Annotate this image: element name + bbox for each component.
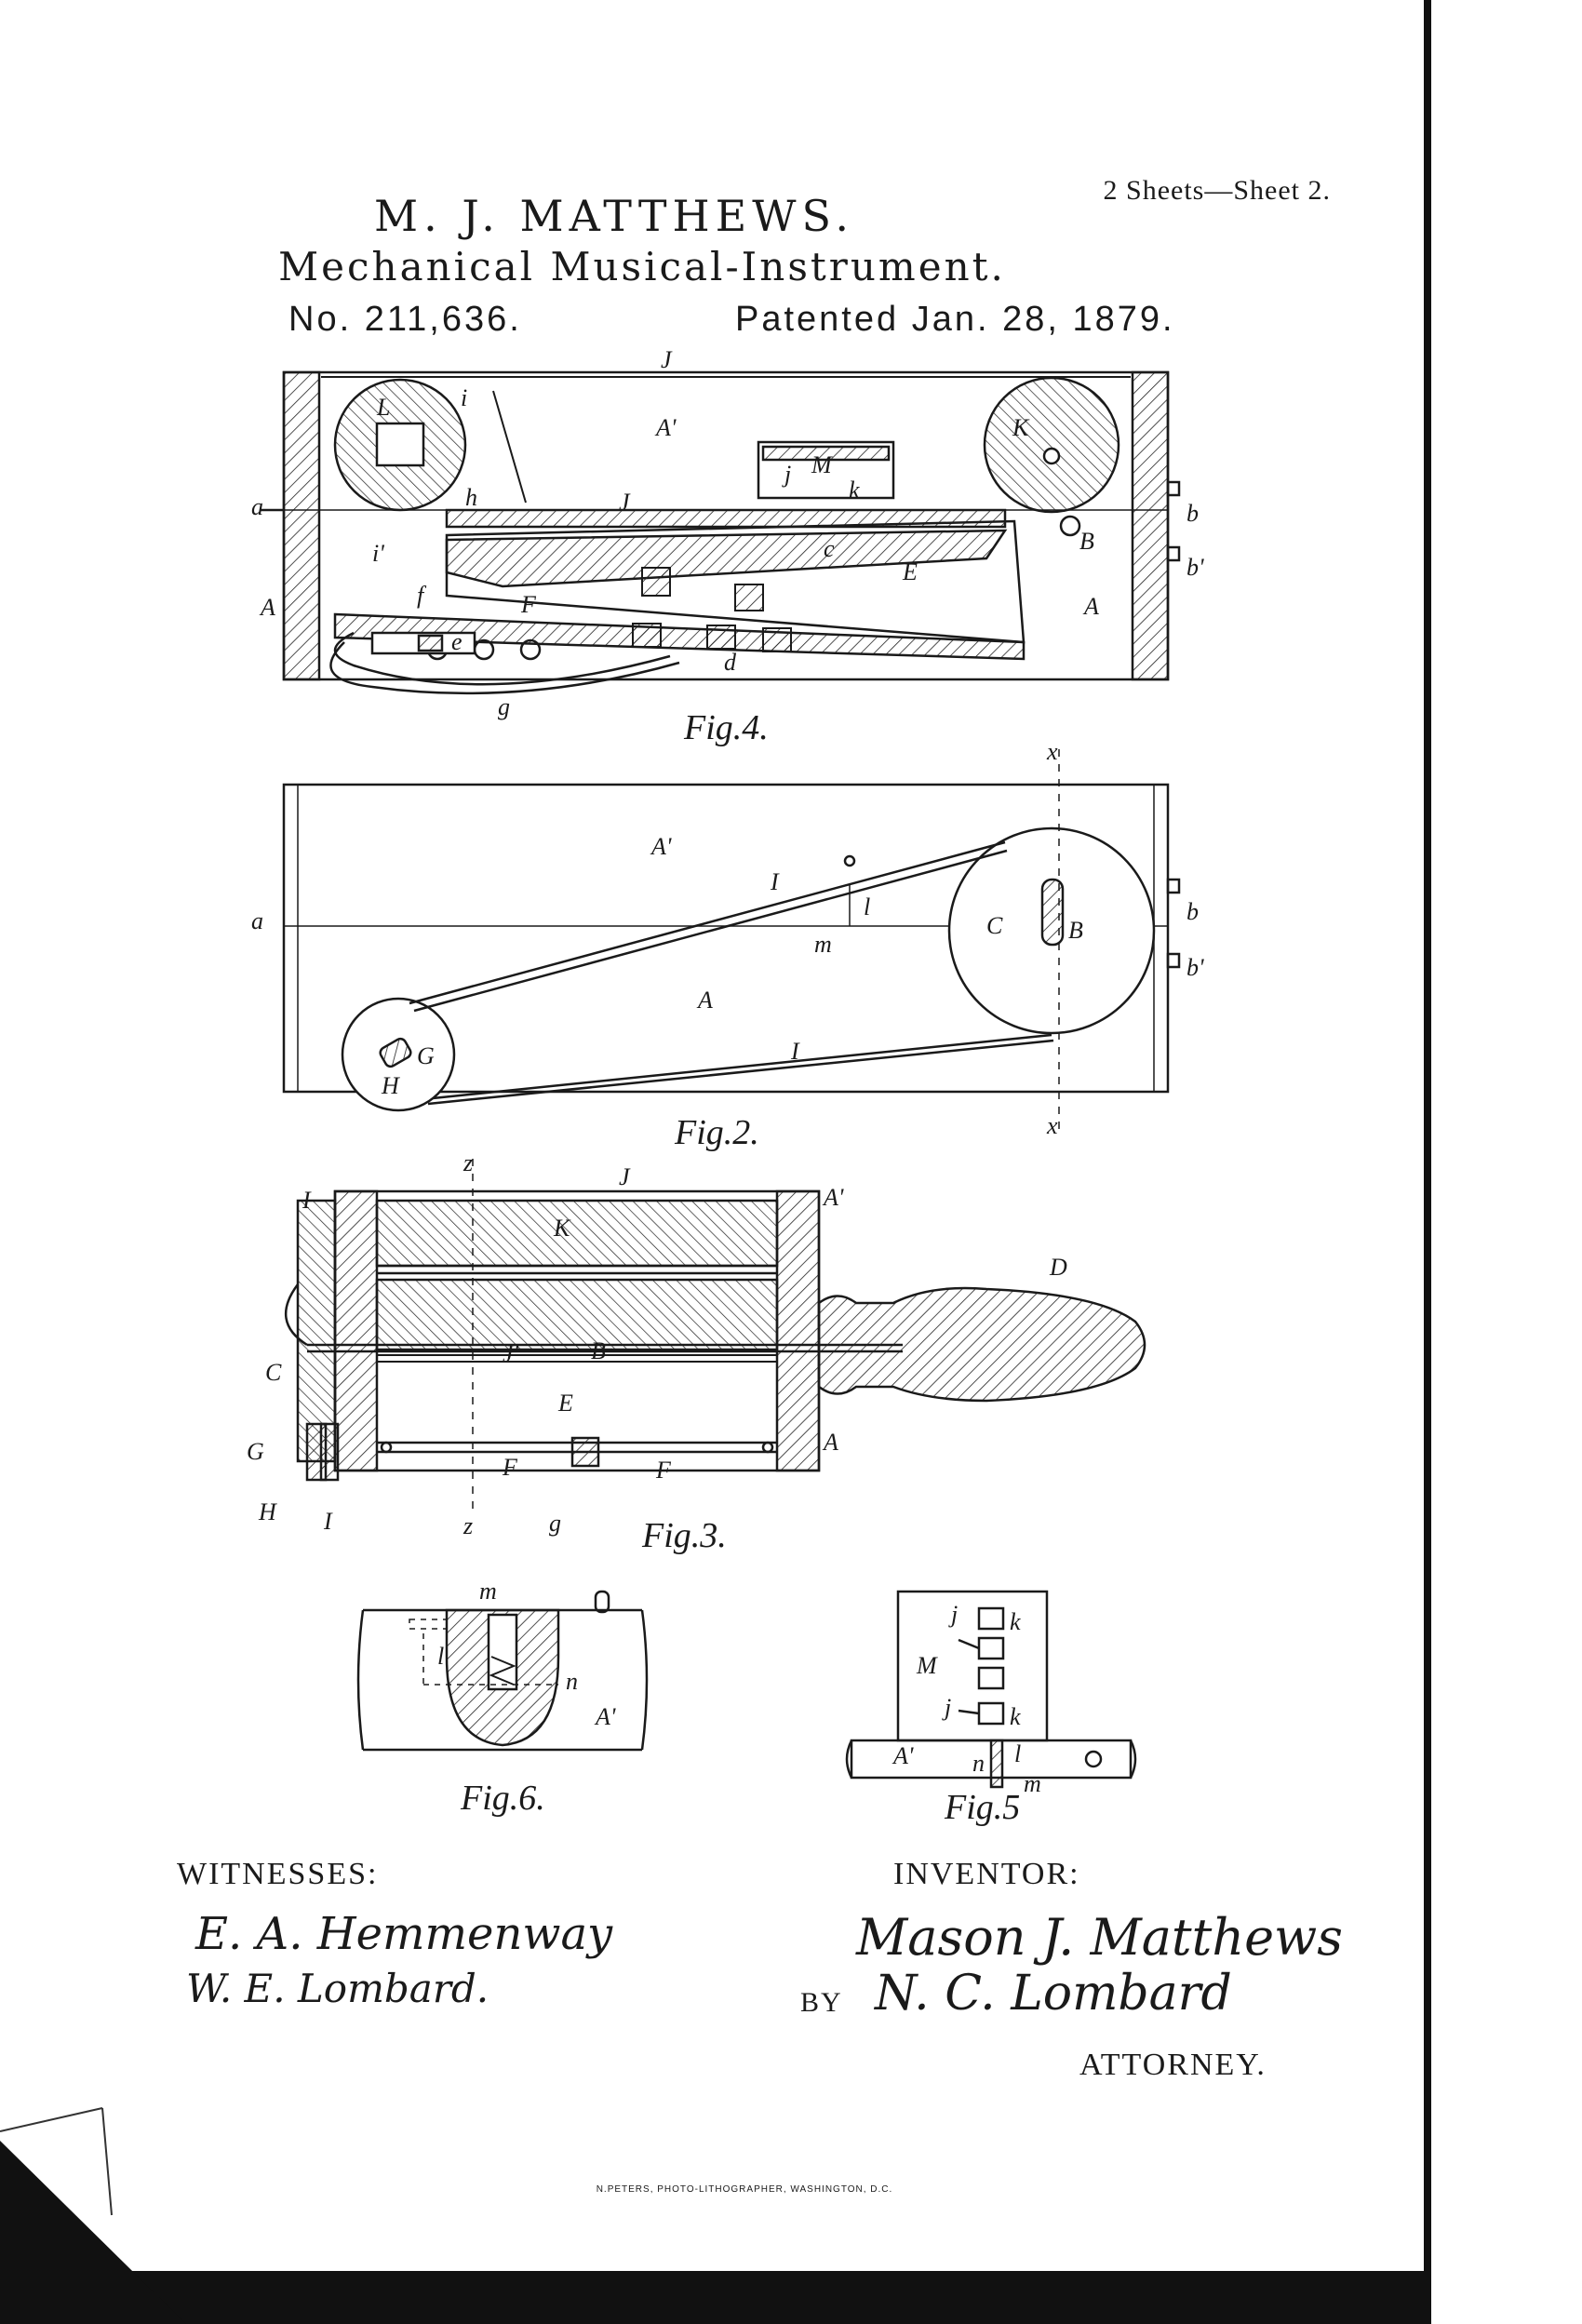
witnesses-label: WITNESSES: <box>177 1857 379 1891</box>
fig2-drawing <box>282 749 1181 1131</box>
patent-title: Mechanical Musical-Instrument. <box>278 244 1006 289</box>
fig3-label: A <box>824 1429 838 1456</box>
fig5-label: m <box>1024 1770 1041 1797</box>
scan-edge-right <box>1424 0 1431 2324</box>
fig2-label: C <box>986 912 1003 939</box>
fig4-label: b <box>1186 500 1199 527</box>
fig4-label: A <box>1084 593 1099 620</box>
fig3-label: g <box>549 1510 561 1537</box>
fig3-label: A' <box>824 1184 844 1211</box>
fig4-label: k <box>849 477 860 504</box>
fig4-label: M <box>811 451 832 478</box>
fig5-label: M <box>917 1652 937 1679</box>
fig4-drawing <box>261 370 1181 695</box>
fig4-label: E <box>903 558 918 585</box>
fig3-label: z <box>463 1149 474 1176</box>
fig4-label: i <box>461 384 468 411</box>
scan-edge-bottom <box>0 2271 1431 2324</box>
fig6-label: A' <box>596 1703 616 1730</box>
fig2-label: x <box>1047 738 1058 765</box>
fig2-label: B <box>1068 917 1083 944</box>
fig4-label: h <box>465 484 477 511</box>
fig3-caption: Fig.3. <box>642 1516 727 1555</box>
fig3-label: z <box>463 1512 474 1539</box>
attorney-signature: N. C. Lombard <box>875 1966 1232 2022</box>
fig2-label: b <box>1186 898 1199 925</box>
fig2-label: I <box>771 868 779 895</box>
fig2-label: l <box>864 893 871 920</box>
fig3-label: G <box>247 1438 264 1465</box>
fig3-label: J' <box>503 1340 519 1367</box>
fig5-label: A' <box>893 1742 914 1769</box>
fig2-label: m <box>814 931 832 958</box>
fig6-caption: Fig.6. <box>461 1779 545 1818</box>
fig3-label: E <box>558 1390 573 1417</box>
fig3-label: C <box>265 1359 282 1386</box>
fig3-label: D <box>1050 1254 1067 1281</box>
fig5-label: j <box>951 1601 959 1628</box>
fig3-label: B <box>591 1337 606 1364</box>
fig6-label: n <box>566 1668 578 1695</box>
fig4-label: B <box>1079 528 1094 555</box>
fig4-label: e <box>451 628 463 655</box>
witness-signature-1: E. A. Hemmenway <box>195 1908 613 1960</box>
fig4-label: A' <box>656 414 677 441</box>
scan-margin <box>1424 0 1582 2324</box>
fig2-label: G <box>417 1042 435 1069</box>
fig4-label: A <box>261 594 275 621</box>
fig3-label: J <box>619 1163 630 1190</box>
fig2-caption: Fig.2. <box>675 1113 759 1152</box>
fig6-label: l <box>437 1643 445 1670</box>
attorney-label: ATTORNEY. <box>1079 2048 1267 2082</box>
inventor-signature: Mason J. Matthews <box>856 1908 1343 1967</box>
inventor-label: INVENTOR: <box>893 1857 1080 1891</box>
inventor-name-heading: M. J. MATTHEWS. <box>374 191 854 241</box>
fig4-label: f <box>417 582 424 609</box>
fig4-label: b' <box>1186 554 1204 581</box>
fig4-caption: Fig.4. <box>684 708 769 747</box>
fig2-label: A <box>698 987 713 1014</box>
fig2-label: a <box>251 907 263 934</box>
fig3-label: H <box>259 1498 276 1525</box>
fig2-label: H <box>382 1072 399 1099</box>
fig2-label: A' <box>651 833 672 860</box>
fig5-drawing <box>845 1590 1137 1789</box>
fig4-label: J <box>661 346 672 373</box>
fig5-caption: Fig.5 <box>945 1788 1021 1827</box>
fig5-label: k <box>1010 1608 1021 1635</box>
printer-credit: N.PETERS, PHOTO-LITHOGRAPHER, WASHINGTON… <box>596 2184 893 2195</box>
fig4-label: j <box>784 461 792 488</box>
fig3-label: I <box>324 1508 332 1535</box>
fig4-label: c <box>824 535 835 562</box>
fig2-label: x <box>1047 1112 1058 1139</box>
fig4-label: J <box>619 489 630 516</box>
fig4-label: i' <box>372 540 384 567</box>
fig4-label: a <box>251 493 263 520</box>
fig6-drawing <box>356 1590 649 1752</box>
patent-date: Patented Jan. 28, 1879. <box>735 300 1175 339</box>
by-label: BY <box>800 1987 843 2018</box>
fig5-label: k <box>1010 1703 1021 1730</box>
fig3-label: F <box>656 1457 671 1484</box>
fig5-label: j <box>945 1694 952 1721</box>
fig2-label: I <box>791 1038 799 1065</box>
sheet-info: 2 Sheets—Sheet 2. <box>1103 175 1331 206</box>
fig3-label: F <box>503 1454 517 1481</box>
fig2-label: b' <box>1186 954 1204 981</box>
fig4-label: K <box>1012 414 1029 441</box>
fig5-label: l <box>1014 1740 1022 1767</box>
fig6-label: m <box>479 1578 497 1605</box>
fig4-label: g <box>498 693 510 720</box>
fig4-label: F <box>521 591 536 618</box>
fig4-label: L <box>377 394 391 421</box>
fig3-drawing <box>284 1159 1146 1512</box>
witness-signature-2: W. E. Lombard. <box>186 1966 489 2011</box>
patent-number: No. 211,636. <box>288 300 522 339</box>
fig4-label: d <box>724 649 736 676</box>
fig5-label: n <box>972 1750 985 1777</box>
fig3-label: K <box>554 1215 570 1242</box>
fig3-label: I <box>302 1187 311 1214</box>
